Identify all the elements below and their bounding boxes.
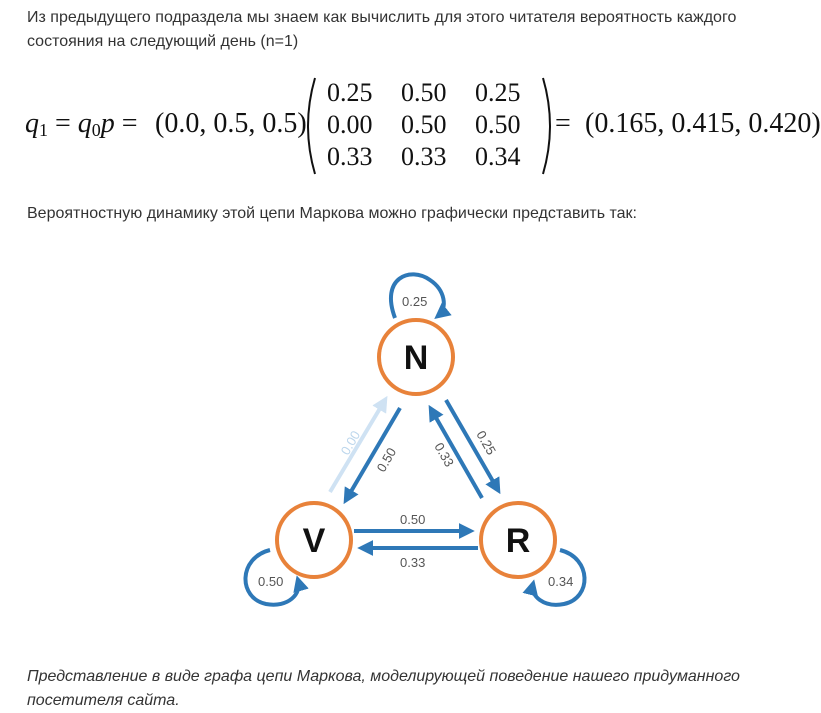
formula-vector-q0: (0.0, 0.5, 0.5) bbox=[155, 108, 307, 139]
transition-formula: q1 = q0p = (0.0, 0.5, 0.5) 0.25 0.50 0.2… bbox=[25, 76, 821, 176]
edge-N-V bbox=[343, 406, 402, 505]
intro-paragraph: Из предыдущего подраздела мы знаем как в… bbox=[27, 9, 737, 50]
node-V-label: V bbox=[303, 522, 326, 560]
matrix-cell: 0.25 bbox=[475, 78, 521, 107]
matrix-cell: 0.50 bbox=[401, 110, 447, 139]
left-paren bbox=[307, 77, 316, 175]
graph-intro-paragraph: Вероятностную динамику этой цепи Маркова… bbox=[27, 205, 637, 222]
matrix-cell: 0.50 bbox=[401, 78, 447, 107]
right-paren bbox=[542, 77, 551, 175]
label-V-R: 0.50 bbox=[400, 512, 425, 527]
matrix-cell: 0.50 bbox=[475, 110, 521, 139]
edge-R-N bbox=[428, 404, 484, 499]
label-R-R: 0.34 bbox=[548, 574, 573, 589]
edge-N-R bbox=[444, 398, 501, 495]
self-loop-N bbox=[388, 272, 452, 320]
formula-lhs: q1 = q0p = bbox=[25, 108, 138, 140]
matrix-cell: 0.34 bbox=[475, 142, 521, 171]
markov-chain-graph: 0.25 0.50 0.34 0.00 0.50 0.33 0.25 0.50 … bbox=[243, 272, 587, 607]
matrix-grid: 0.25 0.50 0.25 0.00 0.50 0.50 0.33 0.33 … bbox=[327, 78, 549, 174]
node-N-label: N bbox=[404, 339, 429, 377]
node-R-label: R bbox=[506, 522, 531, 560]
figure-caption: Представление в виде графа цепи Маркова,… bbox=[27, 668, 740, 709]
label-V-V: 0.50 bbox=[258, 574, 283, 589]
matrix-cell: 0.33 bbox=[327, 142, 373, 171]
edge-V-N bbox=[328, 395, 388, 494]
self-loop-V bbox=[243, 548, 309, 607]
node-N: N bbox=[377, 318, 455, 396]
self-loop-R bbox=[522, 548, 587, 607]
matrix-cell: 0.25 bbox=[327, 78, 373, 107]
formula-equals: = bbox=[555, 108, 571, 139]
node-V: V bbox=[275, 501, 353, 579]
node-R: R bbox=[479, 501, 557, 579]
matrix-cell: 0.00 bbox=[327, 110, 373, 139]
matrix-cell: 0.33 bbox=[401, 142, 447, 171]
label-R-V: 0.33 bbox=[400, 555, 425, 570]
formula-result-vector: (0.165, 0.415, 0.420) bbox=[585, 108, 821, 139]
transition-matrix: 0.25 0.50 0.25 0.00 0.50 0.50 0.33 0.33 … bbox=[301, 76, 557, 176]
label-N-N: 0.25 bbox=[402, 294, 427, 309]
